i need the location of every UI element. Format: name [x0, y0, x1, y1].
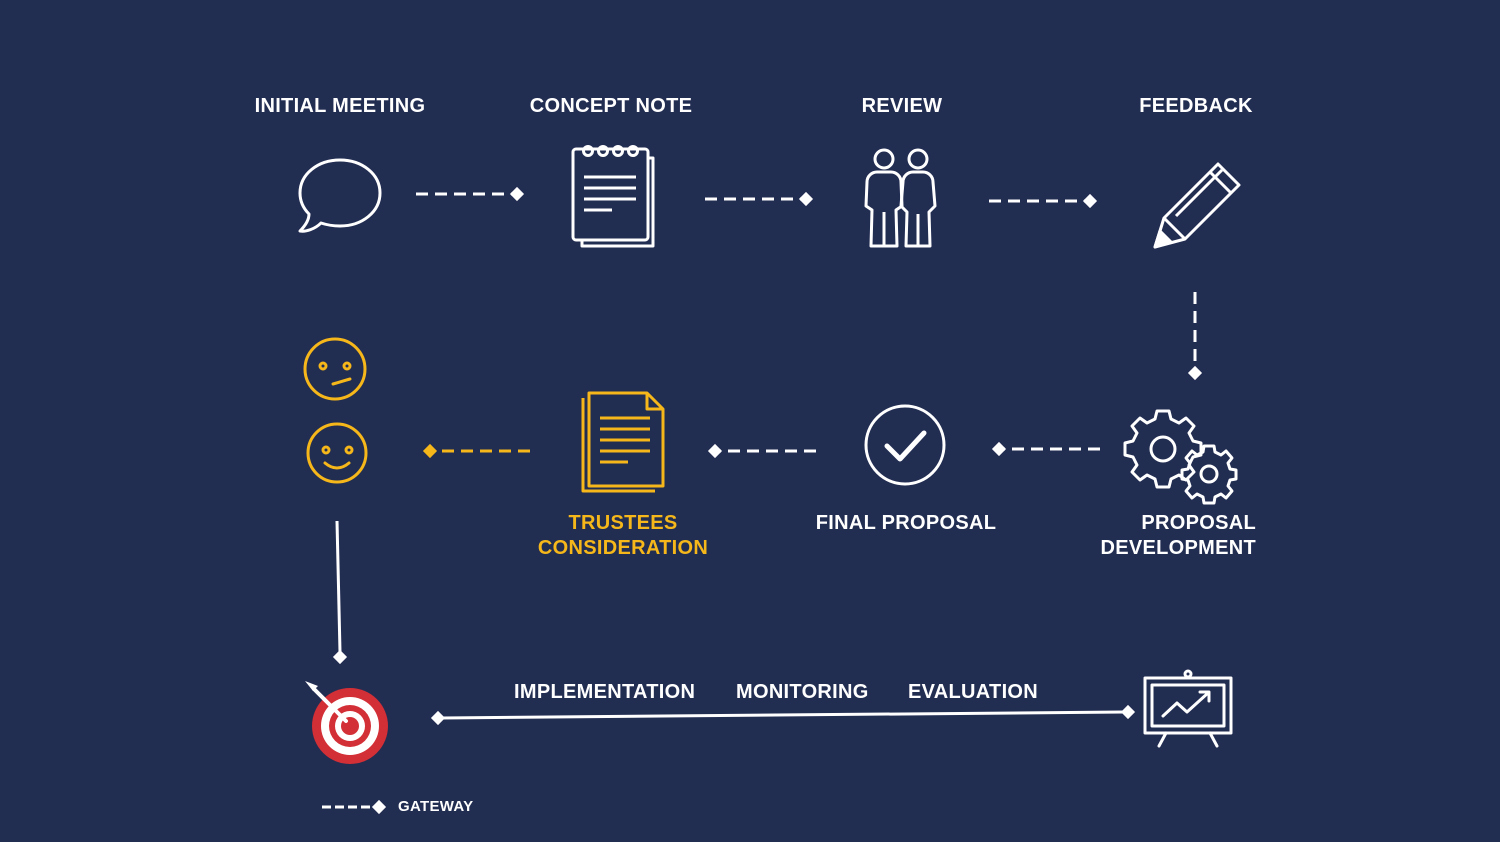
gateway-arrow-trustees-decision	[422, 443, 530, 459]
presentation-board-icon	[1143, 669, 1233, 748]
gateway-arrow-final-trustees	[707, 443, 816, 459]
monitoring-label: MONITORING	[736, 681, 869, 703]
proposal-line1: PROPOSAL	[1141, 512, 1256, 534]
gateway-arrow-meeting-concept	[416, 186, 525, 202]
legend-gateway-label: GATEWAY	[398, 798, 474, 815]
gears-icon	[1123, 409, 1238, 505]
concept-note-label: CONCEPT NOTE	[529, 95, 693, 117]
evaluation-label: EVALUATION	[908, 681, 1039, 703]
arrow-decision-target	[332, 520, 348, 665]
legend-gateway-arrow	[322, 799, 387, 815]
implementation-label: IMPLEMENTATION	[514, 681, 696, 703]
notepad-icon	[571, 145, 655, 248]
proposal-line2: DEVELOPMENT	[1100, 537, 1256, 559]
smiley-face-icon	[306, 422, 368, 484]
gateway-arrow-feedback-proposal	[1187, 292, 1203, 381]
trustees-line2: CONSIDERATION	[537, 537, 709, 559]
people-icon	[864, 148, 937, 248]
trustees-consideration-label: TRUSTEES CONSIDERATION	[538, 511, 708, 561]
gateway-arrow-review-feedback	[989, 193, 1098, 209]
proposal-development-label: PROPOSAL DEVELOPMENT	[1100, 511, 1256, 561]
gateway-arrow-proposal-final	[991, 441, 1100, 457]
final-proposal-label: FINAL PROPOSAL	[815, 512, 997, 534]
target-icon	[305, 681, 388, 764]
pencil-icon	[1153, 162, 1241, 249]
check-circle-icon	[864, 404, 946, 486]
speech-bubble-icon	[298, 158, 382, 233]
gateway-arrow-concept-review	[705, 191, 814, 207]
trustees-line1: TRUSTEES	[568, 512, 678, 534]
initial-meeting-label: INITIAL MEETING	[254, 95, 426, 117]
feedback-label: FEEDBACK	[1139, 95, 1253, 117]
neutral-face-icon	[303, 337, 367, 401]
review-label: REVIEW	[861, 95, 943, 117]
document-icon	[581, 391, 665, 493]
arrow-implementation-line	[430, 704, 1136, 726]
